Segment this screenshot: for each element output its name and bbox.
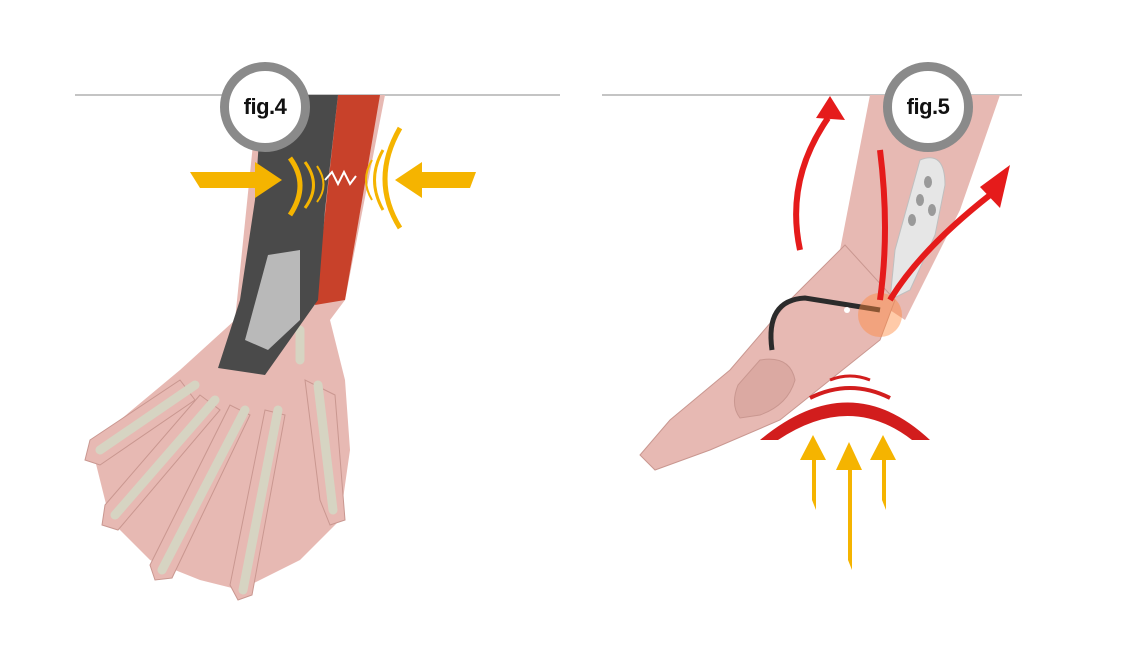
figure-5-panel: fig.5 (560, 0, 1120, 668)
compression-waves-right (365, 126, 403, 230)
arrow-diagonal-red-icon (980, 165, 1010, 208)
arrow-up-icon (870, 435, 896, 510)
heat-arc-large (760, 402, 930, 440)
heat-glow (858, 293, 902, 337)
strap-rivet (844, 307, 850, 313)
fig-4-label: fig.4 (243, 94, 287, 119)
fig-5-label: fig.5 (906, 94, 950, 119)
figure-4-illustration (75, 94, 560, 601)
tendon (315, 95, 380, 305)
strap (768, 295, 881, 351)
heat-arc-medium (809, 386, 891, 400)
arrow-left-icon (395, 162, 476, 198)
heat-arc-small (829, 374, 871, 382)
compression-zigzag (324, 169, 357, 187)
compression-waves-left (287, 156, 325, 217)
arrow-up-red-icon (816, 96, 845, 120)
heat-arrows (793, 116, 992, 302)
arrow-up-icon (836, 442, 862, 570)
hand-bones (95, 325, 338, 595)
arrow-right-icon (190, 162, 282, 198)
figure-4-panel: fig.4 (0, 0, 560, 668)
thumb (734, 358, 796, 419)
splint-holes (908, 176, 936, 226)
fig-4-badge: fig.4 (220, 62, 310, 152)
fig-5-badge: fig.5 (883, 62, 973, 152)
brace-plate (245, 250, 300, 350)
figure-5-illustration (602, 94, 1022, 570)
arrow-up-icon (800, 435, 826, 510)
splint (889, 157, 946, 301)
